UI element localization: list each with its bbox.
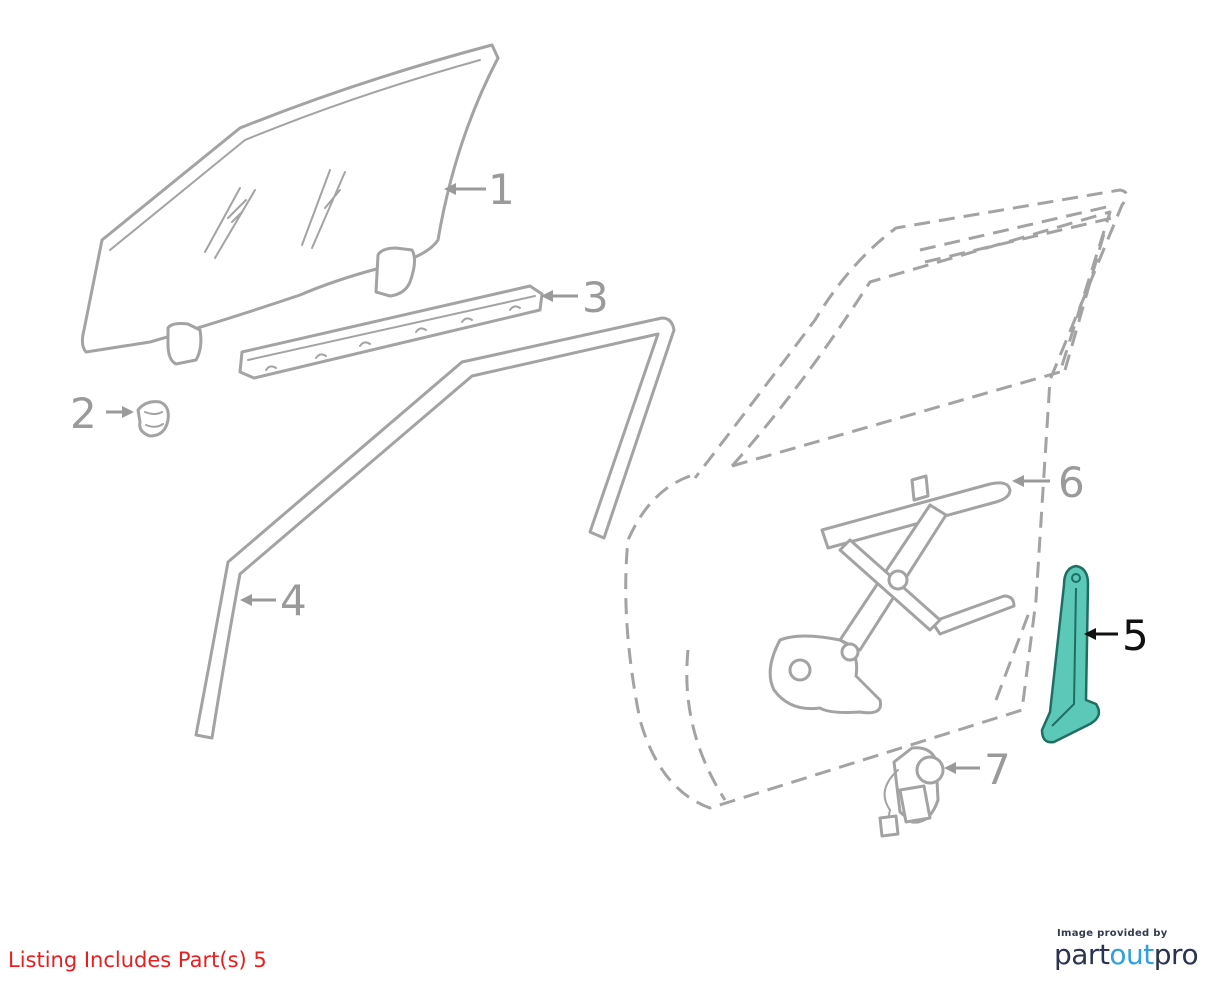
- part-5-regulator-guide-rail[interactable]: [1040, 564, 1101, 744]
- callout-number-highlighted: 5: [1122, 611, 1149, 660]
- callout-number: 7: [984, 745, 1011, 794]
- logo-text-pro: pro: [1153, 938, 1199, 971]
- image-credit-text: Image provided by: [1057, 928, 1168, 939]
- logo-text-out: out: [1109, 938, 1154, 971]
- callout-number: 6: [1058, 458, 1085, 507]
- door-frame-outline: [624, 188, 1128, 810]
- part-4-run-channel[interactable]: [194, 316, 676, 740]
- listing-includes-text: Listing Includes Part(s) 5: [8, 948, 267, 972]
- callout-number: 1: [488, 165, 515, 214]
- callout-number: 2: [70, 389, 97, 438]
- part-1-door-glass[interactable]: [80, 43, 500, 366]
- part-2-glass-clip[interactable]: [136, 400, 170, 438]
- callout-number: 3: [582, 273, 609, 322]
- part-6-window-regulator[interactable]: [768, 474, 1016, 715]
- part-3-glass-channel[interactable]: [238, 284, 544, 380]
- callout-number: 4: [280, 576, 307, 625]
- logo-text-part: part: [1054, 938, 1110, 971]
- part-7-window-motor[interactable]: [878, 746, 945, 838]
- partoutpro-logo: partoutpro: [1054, 938, 1199, 971]
